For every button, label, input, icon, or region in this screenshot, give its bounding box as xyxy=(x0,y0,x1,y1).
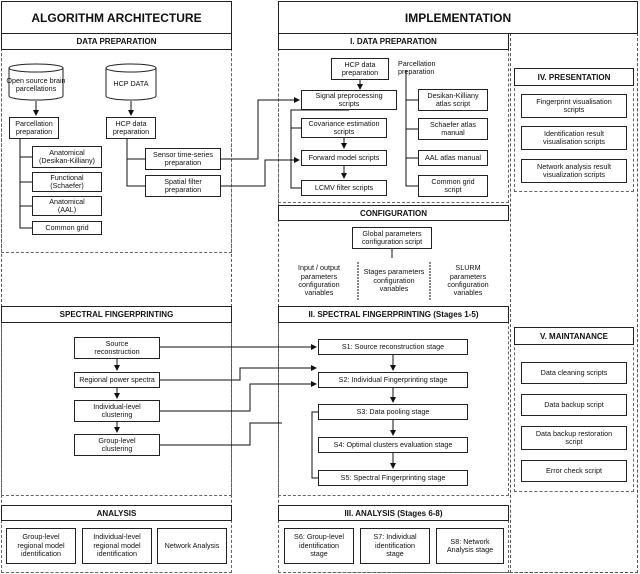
s3-box: S3: Data pooling stage xyxy=(318,404,468,420)
right-data-prep-title: I. DATA PREPARATION xyxy=(278,33,509,50)
s7-box: S7: Individual identification stage xyxy=(360,528,430,564)
hcp-prep-impl-box: HCP data preparation xyxy=(331,58,389,80)
stages-params-box: Stages parameters configuration variable… xyxy=(360,261,428,301)
data-cleaning-box: Data cleaning scripts xyxy=(521,362,627,384)
functional-schaefer-box: Functional (Schaefer) xyxy=(32,172,102,192)
configuration-title: CONFIGURATION xyxy=(278,205,509,221)
individual-clustering-box: Individual-level clustering xyxy=(74,400,160,422)
maintenance-title: V. MAINTANANCE xyxy=(514,327,634,345)
sensor-timeseries-box: Sensor time-series preparation xyxy=(145,148,221,170)
left-data-prep-title: DATA PREPARATION xyxy=(1,33,232,50)
presentation-title: IV. PRESENTATION xyxy=(514,68,634,86)
parcellation-prep-box: Parcellation preparation xyxy=(9,117,59,139)
right-spectral-section xyxy=(278,306,509,496)
s5-box: S5: Spectral Fingerprinting stage xyxy=(318,470,468,486)
group-clustering-box: Group-level clustering xyxy=(74,434,160,456)
right-spectral-title: II. SPECTRAL FINGERPRINTING (Stages 1-5) xyxy=(278,306,509,323)
s1-box: S1: Source reconstruction stage xyxy=(318,339,468,355)
regional-power-spectra-box: Regional power spectra xyxy=(74,372,160,388)
left-analysis-title: ANALYSIS xyxy=(1,505,232,521)
aal-manual-box: AAL atlas manual xyxy=(418,150,488,166)
network-analysis-box: Network Analysis xyxy=(157,528,227,564)
schaefer-manual-box: Schaefer atlas manual xyxy=(418,118,488,140)
spatial-filter-box: Spatial filter preparation xyxy=(145,175,221,197)
left-spectral-title: SPECTRAL FINGERPRINTING xyxy=(1,306,232,323)
individual-model-id-box: Individual-level regional model identifi… xyxy=(82,528,152,564)
s8-box: S8: Network Analysis stage xyxy=(436,528,504,564)
error-check-box: Error check script xyxy=(521,460,627,482)
slurm-params-box: SLURM parameters configuration variables xyxy=(432,261,504,301)
open-source-parcellations-db: Open source brain parcellations xyxy=(6,76,66,94)
s6-box: S6: Group-level identification stage xyxy=(284,528,354,564)
group-model-id-box: Group-level regional model identificatio… xyxy=(6,528,76,564)
anatomical-aal-box: Anatomical (AAL) xyxy=(32,196,102,216)
hcp-data-prep-box: HCP data preparation xyxy=(106,117,156,139)
right-analysis-title: III. ANALYSIS (Stages 6-8) xyxy=(278,505,509,521)
fingerprint-vis-box: Fingerprint visualisation scripts xyxy=(521,94,627,118)
global-params-box: Global parameters configuration script xyxy=(352,227,432,249)
covariance-estimation-box: Covariance estimation scripts xyxy=(301,118,387,138)
io-params-box: Input / output parameters configuration … xyxy=(283,261,355,301)
anatomical-dk-box: Anatomical (Desikan-Killiany) xyxy=(32,146,102,168)
hcp-data-db: HCP DATA xyxy=(113,79,149,88)
signal-preprocessing-box: Signal preprocessing scripts xyxy=(301,90,397,110)
common-grid-box: Common grid xyxy=(32,221,102,235)
common-grid-script-box: Common grid script xyxy=(418,175,488,197)
s2-box: S2: Individual Fingerprinting stage xyxy=(318,372,468,388)
data-backup-box: Data backup script xyxy=(521,394,627,416)
s4-box: S4: Optimal clusters evaluation stage xyxy=(318,437,468,453)
algorithm-architecture-title: ALGORITHM ARCHITECTURE xyxy=(1,1,232,34)
forward-model-box: Forward model scripts xyxy=(301,150,387,166)
dk-atlas-script-box: Desikan-Killiany atlas script xyxy=(418,89,488,111)
backup-restore-box: Data backup restoration script xyxy=(521,426,627,450)
lcmv-filter-box: LCMV filter scripts xyxy=(301,180,387,196)
identification-vis-box: Identification result visualisation scri… xyxy=(521,126,627,150)
parcellation-prep-impl-label: Parcellation preparation xyxy=(398,59,436,77)
source-reconstruction-box: Source reconstruction xyxy=(74,337,160,359)
network-vis-box: Network analysis result visualization sc… xyxy=(521,159,627,183)
